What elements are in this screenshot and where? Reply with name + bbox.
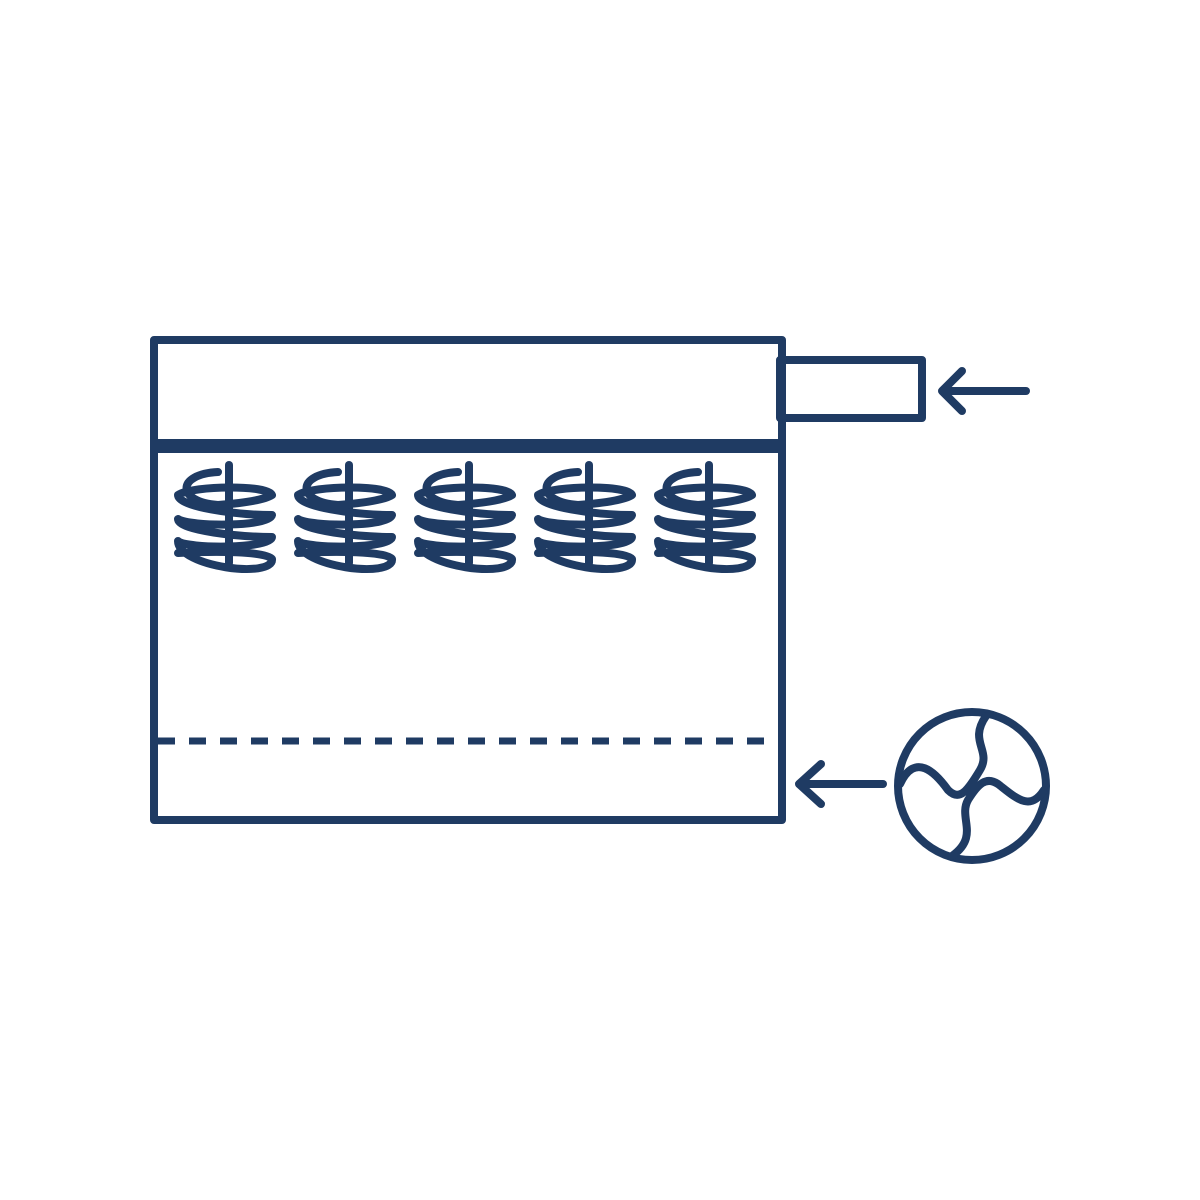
coil-row: [178, 465, 752, 569]
spring-coil-icon: [418, 465, 512, 569]
arrow-left-icon: [938, 367, 1030, 415]
housing-outline: [150, 336, 786, 824]
inlet-duct: [776, 356, 926, 422]
spring-coil-icon: [178, 465, 272, 569]
arrow-left-icon: [795, 760, 887, 808]
spring-coil-icon: [298, 465, 392, 569]
spring-coil-icon: [538, 465, 632, 569]
fan-icon: [894, 708, 1050, 864]
spring-coil-icon: [658, 465, 752, 569]
diagram: [150, 336, 1050, 864]
